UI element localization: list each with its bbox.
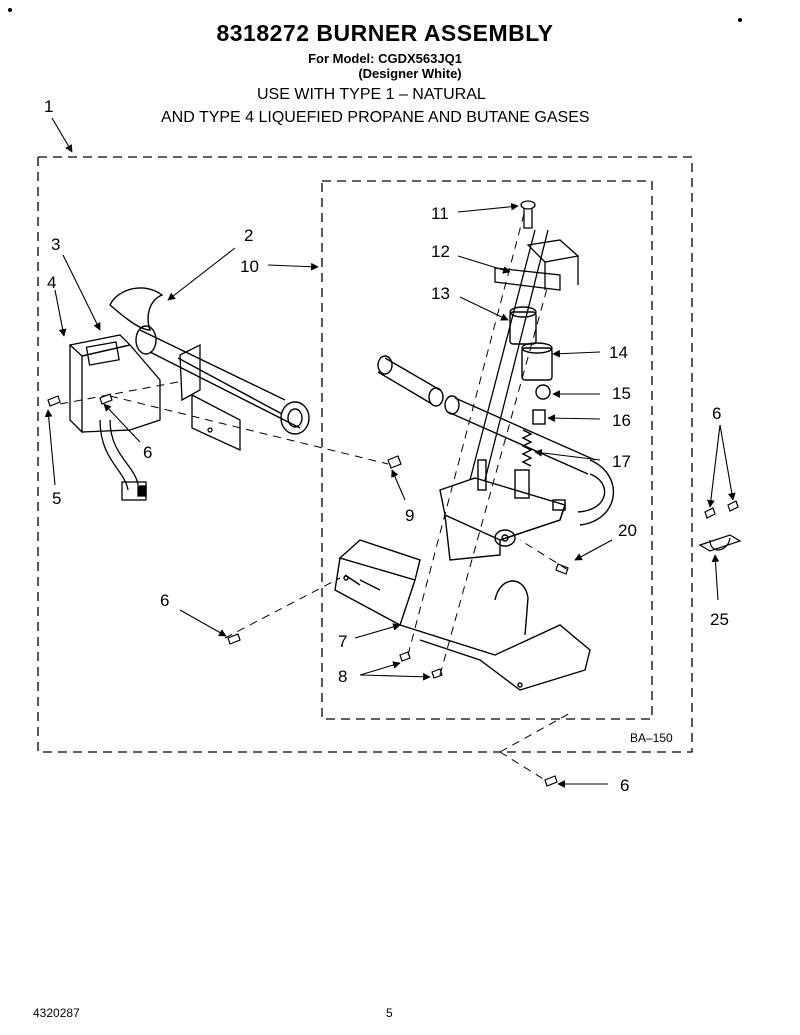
tube-bracket — [179, 343, 241, 452]
callout-6-left: 6 — [143, 443, 153, 462]
document-number: 4320287 — [33, 1006, 80, 1020]
callout-11: 11 — [431, 204, 449, 223]
callout-10: 10 — [240, 257, 259, 276]
callout-3: 3 — [51, 235, 61, 254]
page-title: 8318272 BURNER ASSEMBLY — [216, 20, 554, 46]
callout-6-bottom: 6 — [620, 776, 630, 795]
corner-mark — [8, 8, 12, 12]
ignitor-bracket — [68, 334, 161, 501]
callout-6-mid: 6 — [160, 591, 170, 610]
valve-coils — [509, 306, 553, 467]
diagram-code: BA–150 — [630, 731, 673, 745]
coil-bracket — [469, 229, 580, 481]
color-line: (Designer White) — [358, 66, 462, 81]
corner-mark — [738, 18, 742, 22]
burner-sub-boundary — [321, 180, 653, 720]
gas-valve-body — [439, 459, 566, 561]
usage-line-1: USE WITH TYPE 1 – NATURAL — [257, 86, 486, 103]
callout-5: 5 — [52, 489, 62, 508]
model-line: For Model: CGDX563JQ1 — [308, 51, 462, 66]
page-number: 5 — [386, 1006, 393, 1020]
burner-pipes — [377, 355, 614, 526]
callout-4: 4 — [47, 273, 57, 292]
callout-8: 8 — [338, 667, 348, 686]
callout-1: 1 — [44, 97, 54, 116]
base-bracket — [334, 539, 591, 691]
assembly-boundary — [37, 156, 693, 753]
callout-12: 12 — [431, 242, 450, 261]
callout-arrows — [44, 117, 736, 788]
callout-25: 25 — [710, 610, 729, 629]
screw-11 — [520, 200, 536, 229]
callout-7: 7 — [338, 632, 348, 651]
callout-2: 2 — [244, 226, 254, 245]
callout-9: 9 — [405, 506, 415, 525]
callout-13: 13 — [431, 284, 450, 303]
callout-17: 17 — [612, 452, 631, 471]
callout-6-right: 6 — [712, 404, 722, 423]
callout-16: 16 — [612, 411, 631, 430]
fasteners — [47, 393, 742, 787]
burner-tube — [109, 287, 310, 435]
callout-15: 15 — [612, 384, 631, 403]
usage-line-2: AND TYPE 4 LIQUEFIED PROPANE AND BUTANE … — [161, 109, 590, 126]
callout-14: 14 — [609, 343, 628, 362]
callout-20: 20 — [618, 521, 637, 540]
